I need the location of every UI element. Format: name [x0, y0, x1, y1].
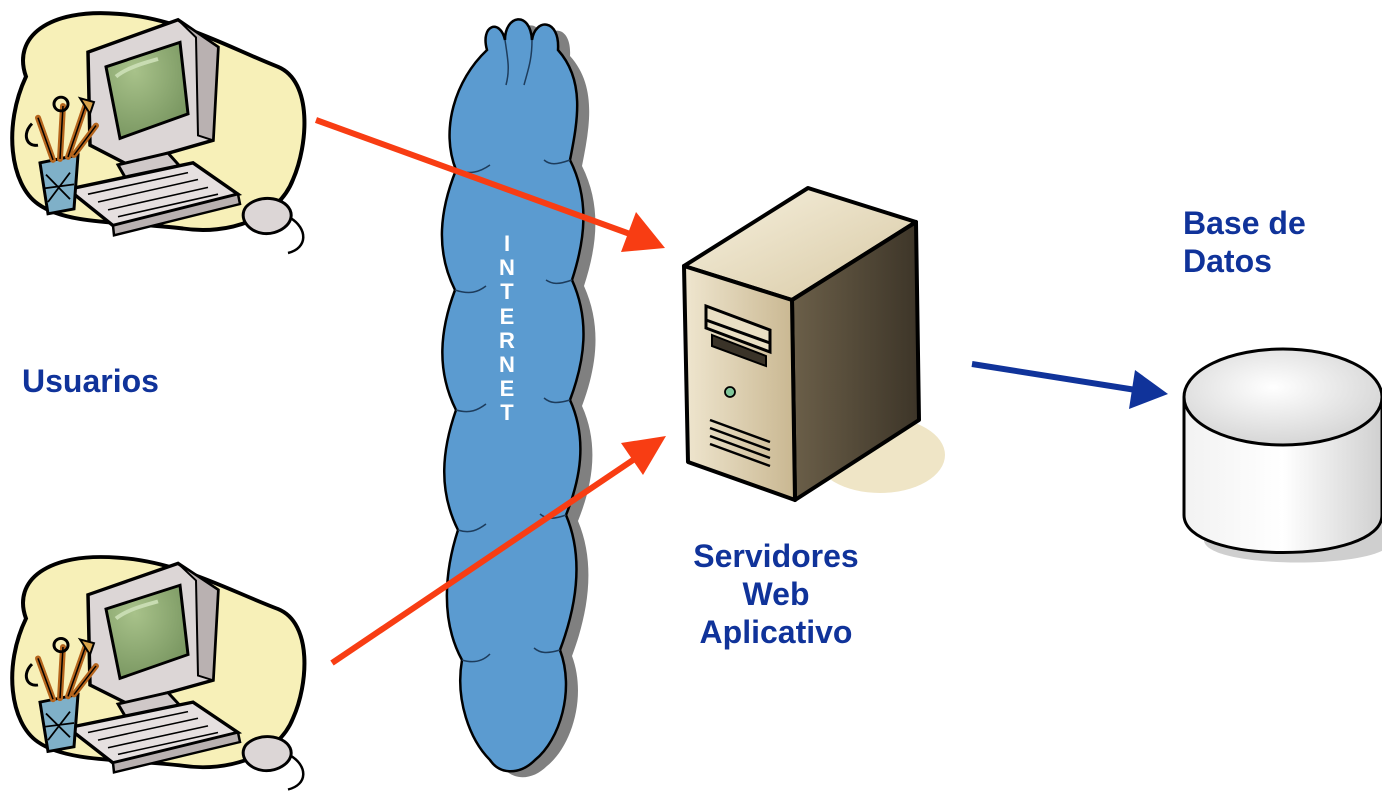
database-cylinder-icon — [1182, 347, 1382, 554]
arrow-user-top-to-server — [314, 117, 665, 252]
internet-letter: T — [500, 279, 514, 305]
base-de-datos-label-line-1: Base de — [1183, 205, 1306, 241]
servidores-label: Servidores Web Aplicativo — [640, 537, 912, 651]
servidores-label-line-3: Aplicativo — [699, 614, 853, 650]
internet-letter: N — [499, 255, 515, 281]
internet-letter: E — [499, 376, 515, 402]
user-computer-icon-bottom — [12, 557, 304, 790]
arrow-user-bottom-to-server — [330, 436, 666, 666]
user-computer-icon-top — [12, 13, 304, 253]
server-tower-icon — [682, 186, 921, 502]
internet-vertical-label: I N T E R N E T — [487, 231, 527, 426]
internet-letter: E — [499, 303, 515, 329]
internet-letter: I — [503, 231, 511, 256]
internet-letter: R — [499, 327, 515, 353]
arrow-server-to-database — [971, 361, 1168, 409]
internet-letter: T — [500, 400, 514, 426]
servidores-label-line-2: Web — [742, 576, 810, 612]
servidores-label-line-1: Servidores — [693, 538, 859, 574]
usuarios-label: Usuarios — [22, 363, 159, 399]
base-de-datos-label-line-2: Datos — [1183, 243, 1272, 279]
base-de-datos-label: Base de Datos — [1183, 204, 1306, 280]
internet-letter: N — [499, 352, 515, 378]
